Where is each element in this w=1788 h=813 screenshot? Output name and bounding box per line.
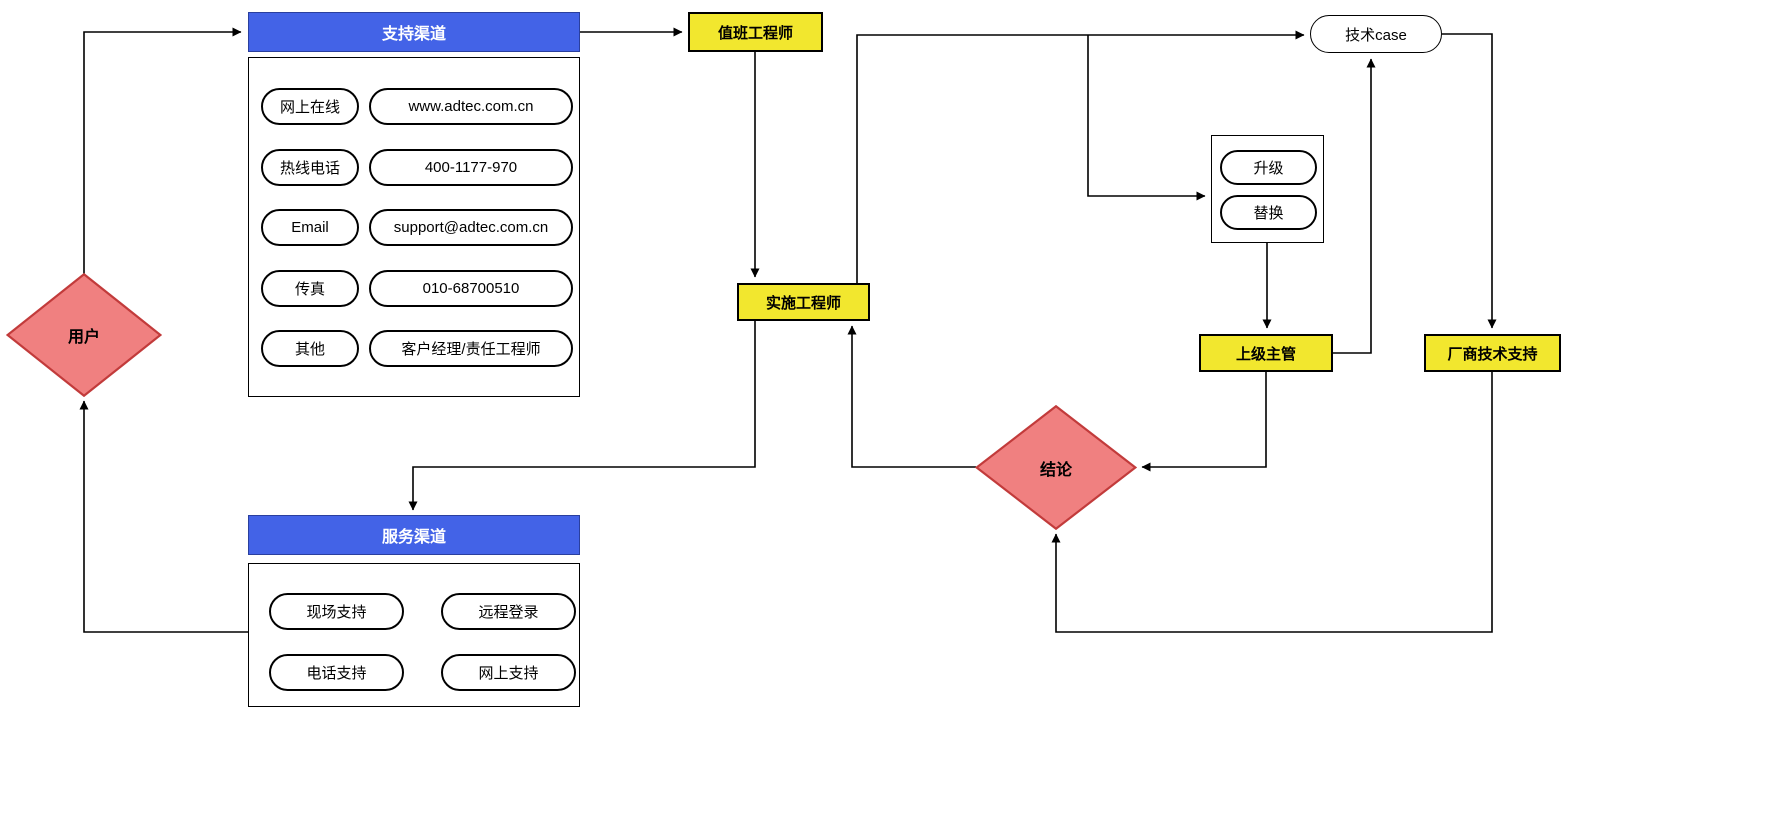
vendor-support-node: 厂商技术支持 (1424, 334, 1561, 372)
duty-engineer-label: 值班工程师 (717, 24, 793, 42)
support-row-value-label: 客户经理/责任工程师 (401, 341, 541, 358)
supervisor-label: 上级主管 (1235, 345, 1296, 363)
support-row-value: 客户经理/责任工程师 (369, 330, 573, 367)
support-row-type: 其他 (261, 330, 359, 367)
support-row-type: 传真 (261, 270, 359, 307)
implementation-engineer-node: 实施工程师 (737, 283, 870, 321)
edge-supervisor-to-tech-case (1333, 58, 1376, 354)
user-diamond-shape (6, 273, 162, 397)
vendor-support-label: 厂商技术支持 (1447, 345, 1538, 363)
edge-supervisor-to-conclusion (1141, 372, 1267, 472)
support-row-value-label: support@adtec.com.cn (393, 219, 549, 236)
service-item: 电话支持 (269, 654, 404, 691)
support-channels-box: 网上在线 www.adtec.com.cn 热线电话 400-1177-970 … (248, 57, 580, 397)
service-item-label: 网上支持 (478, 665, 539, 682)
supervisor-node: 上级主管 (1199, 334, 1333, 372)
tech-case-label: 技术case (1345, 26, 1407, 44)
edge-tech-case-to-vendor-support (1442, 33, 1497, 329)
support-row-type-label: 网上在线 (279, 99, 340, 116)
service-item: 远程登录 (441, 593, 576, 630)
escalation-option-upgrade: 升级 (1220, 150, 1317, 185)
support-row-type-label: 其他 (294, 341, 325, 358)
service-item-label: 远程登录 (478, 604, 539, 621)
service-channels-header: 服务渠道 (248, 515, 580, 555)
escalation-option-upgrade-label: 升级 (1253, 160, 1284, 177)
support-row-value: 400-1177-970 (369, 149, 573, 186)
service-channels-title: 服务渠道 (381, 529, 446, 546)
edge-implementation-engineer-to-service-channels (408, 321, 756, 511)
edge-user-to-support-channels (83, 27, 242, 276)
escalation-box: 升级 替换 (1211, 135, 1324, 243)
implementation-engineer-label: 实施工程师 (765, 294, 841, 312)
user-node-label: 用户 (67, 329, 100, 346)
support-row-type: 热线电话 (261, 149, 359, 186)
edge-tech-case-branch-to-escalation (1087, 35, 1206, 201)
escalation-option-replace: 替换 (1220, 195, 1317, 230)
service-channels-box: 现场支持 远程登录 电话支持 网上支持 (248, 563, 580, 707)
support-row-type: 网上在线 (261, 88, 359, 125)
duty-engineer-node: 值班工程师 (688, 12, 823, 52)
support-row-type-label: 热线电话 (279, 160, 340, 177)
support-row-type-label: Email (291, 219, 329, 236)
conclusion-node-label: 结论 (1039, 461, 1072, 479)
service-item: 网上支持 (441, 654, 576, 691)
support-channels-title: 支持渠道 (381, 26, 446, 43)
support-row-value: www.adtec.com.cn (369, 88, 573, 125)
user-node: 用户 (6, 273, 162, 397)
support-row-value-label: 400-1177-970 (424, 159, 518, 176)
service-item-label: 电话支持 (306, 665, 367, 682)
support-row-value-label: 010-68700510 (422, 280, 520, 297)
edge-service-channels-to-user (79, 400, 248, 633)
escalation-option-replace-label: 替换 (1253, 205, 1284, 222)
support-row-type-label: 传真 (294, 281, 325, 298)
edge-vendor-support-to-conclusion (1051, 372, 1493, 633)
edge-conclusion-to-implementation-engineer (847, 325, 976, 468)
support-channels-header: 支持渠道 (248, 12, 580, 52)
tech-case-node: 技术case (1310, 15, 1442, 53)
support-row-value-label: www.adtec.com.cn (408, 98, 534, 115)
conclusion-diamond-shape (975, 405, 1137, 530)
conclusion-node: 结论 (975, 405, 1137, 530)
service-item-label: 现场支持 (306, 604, 367, 621)
support-row-value: 010-68700510 (369, 270, 573, 307)
service-item: 现场支持 (269, 593, 404, 630)
support-row-type: Email (261, 209, 359, 246)
support-row-value: support@adtec.com.cn (369, 209, 573, 246)
edge-implementation-engineer-to-tech-case (856, 30, 1305, 283)
